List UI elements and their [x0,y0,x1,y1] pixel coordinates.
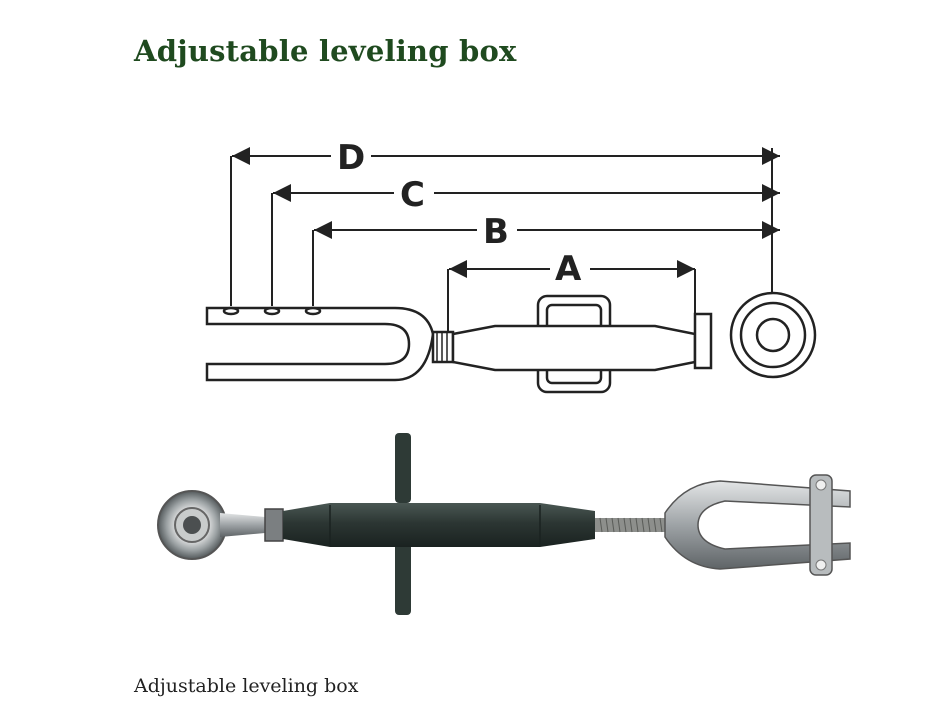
dimension-label-c: C [400,175,425,215]
dimension-label-d: D [337,138,365,178]
thread-left [431,330,455,364]
photo-adjuster-body [283,503,595,547]
page-title: Adjustable leveling box [134,34,517,68]
image-caption: Adjustable leveling box [134,675,359,697]
dimension-diagram: D C B A [205,138,817,394]
product-photo [157,433,851,615]
photo-handle-bottom [395,537,411,615]
photo-clevis-pin [809,474,833,576]
photo-nut [264,508,284,542]
dimension-label-a: A [555,249,582,289]
lock-nut [693,312,713,370]
clevis-hole-d [222,306,240,316]
ball-eye-hole [755,317,791,353]
leveling-box-drawing [205,291,817,394]
adjuster-body [451,324,697,372]
clevis-fork [205,306,435,382]
photo-clevis-fork [664,480,851,570]
clevis-hole-c [263,306,281,316]
dimension-label-b: B [483,212,509,252]
photo-handle-top [395,433,411,503]
clevis-hole-b [304,306,322,316]
